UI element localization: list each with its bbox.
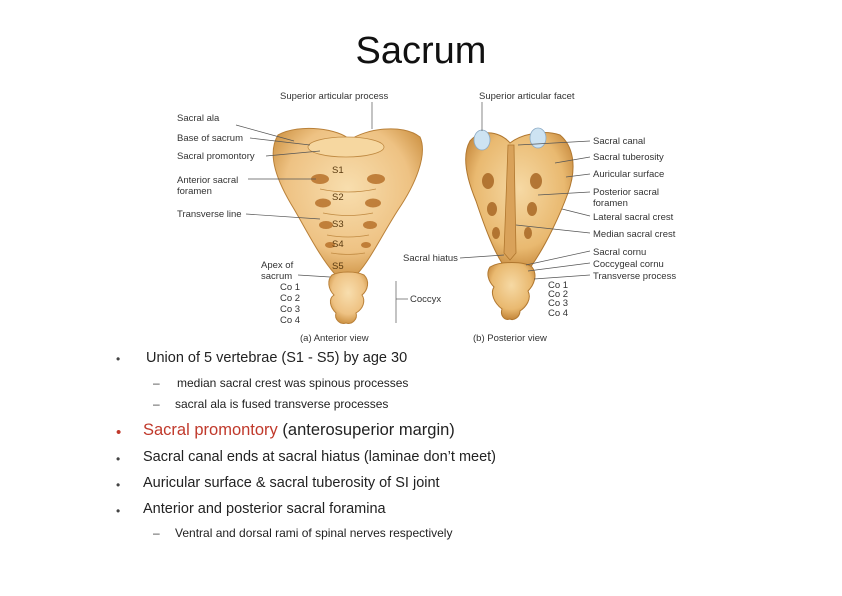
- label-superior-articular-process: Superior articular process: [280, 91, 388, 102]
- label-transverse-line: Transverse line: [177, 209, 242, 220]
- label-co3-right: Co 3: [548, 298, 568, 309]
- label-sacral-canal: Sacral canal: [593, 136, 645, 147]
- dash-marker: –: [153, 376, 160, 390]
- label-co2-right: Co 2: [548, 289, 568, 300]
- posterior-sacrum: [465, 127, 574, 320]
- bullet-sacral-promontory: Sacral promontory (anterosuperior margin…: [143, 421, 455, 440]
- caption-posterior-view: (b) Posterior view: [473, 333, 547, 344]
- bullet-marker-highlight: •: [116, 424, 122, 441]
- label-apex-of: Apex of: [261, 260, 294, 271]
- label-sacral-promontory: Sacral promontory: [177, 151, 255, 162]
- dash-marker: –: [153, 397, 160, 411]
- label-foramen-right: foramen: [593, 198, 628, 209]
- label-co4-right: Co 4: [548, 308, 568, 319]
- label-posterior-sacral: Posterior sacral: [593, 187, 659, 198]
- sub-bullet-sacral-ala: sacral ala is fused transverse processes: [175, 397, 389, 411]
- label-s3: S3: [332, 219, 344, 230]
- label-base-of-sacrum: Base of sacrum: [177, 133, 243, 144]
- sacrum-figure: Superior articular process Superior arti…: [170, 85, 690, 350]
- label-foramen: foramen: [177, 186, 212, 197]
- label-s4: S4: [332, 239, 344, 250]
- label-lateral-sacral-crest: Lateral sacral crest: [593, 212, 674, 223]
- promontory-description: (anterosuperior margin): [277, 421, 455, 439]
- anterior-sacrum: [272, 128, 423, 324]
- label-coccyx: Coccyx: [410, 294, 441, 305]
- sacrum-illustration: Superior articular process Superior arti…: [177, 91, 676, 344]
- bullet-sacral-foramina: Anterior and posterior sacral foramina: [143, 501, 386, 517]
- label-superior-articular-facet: Superior articular facet: [479, 91, 575, 102]
- label-s1: S1: [332, 165, 344, 176]
- label-co2-left: Co 2: [280, 293, 300, 304]
- label-sacral-cornu: Sacral cornu: [593, 247, 646, 258]
- label-co1-right: Co 1: [548, 280, 568, 291]
- bullet-sacral-canal: Sacral canal ends at sacral hiatus (lami…: [143, 449, 497, 465]
- bullet-marker: •: [116, 478, 121, 492]
- bullet-marker: •: [116, 352, 121, 366]
- label-sacral-hiatus: Sacral hiatus: [403, 253, 458, 264]
- bullet-auricular-surface: Auricular surface & sacral tuberosity of…: [143, 475, 440, 491]
- caption-anterior-view: (a) Anterior view: [300, 333, 369, 344]
- label-median-sacral-crest: Median sacral crest: [593, 229, 676, 240]
- label-co3-left: Co 3: [280, 304, 300, 315]
- sub-bullet-rami: Ventral and dorsal rami of spinal nerves…: [175, 526, 453, 540]
- label-co1-left: Co 1: [280, 282, 300, 293]
- label-s5: S5: [332, 261, 344, 272]
- label-transverse-process: Transverse process: [593, 271, 676, 282]
- dash-marker: –: [153, 526, 160, 540]
- bullet-marker: •: [116, 452, 121, 466]
- label-coccygeal-cornu: Coccygeal cornu: [593, 259, 664, 270]
- label-s2: S2: [332, 192, 344, 203]
- highlight-sacral-promontory: Sacral promontory: [143, 421, 278, 439]
- label-sacrum: sacrum: [261, 271, 292, 282]
- label-anterior-sacral: Anterior sacral: [177, 175, 238, 186]
- label-sacral-tuberosity: Sacral tuberosity: [593, 152, 664, 163]
- label-co4-left: Co 4: [280, 315, 300, 326]
- label-sacral-ala: Sacral ala: [177, 113, 220, 124]
- label-auricular-surface: Auricular surface: [593, 169, 664, 180]
- bullet-marker: •: [116, 504, 121, 518]
- bullet-union-of-vertebrae: Union of 5 vertebrae (S1 - S5) by age 30: [146, 350, 408, 366]
- slide-title: Sacrum: [355, 30, 487, 72]
- sub-bullet-median-crest: median sacral crest was spinous processe…: [177, 376, 409, 390]
